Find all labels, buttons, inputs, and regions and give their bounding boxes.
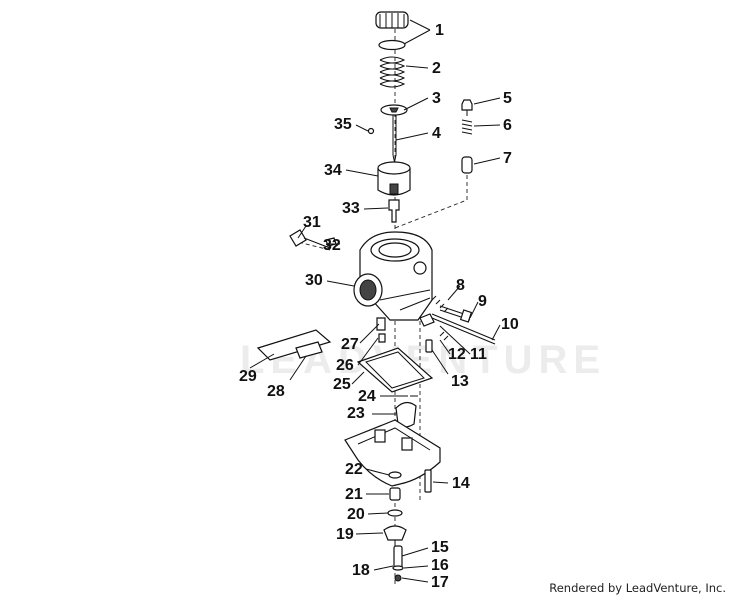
callout-5: 5 <box>503 90 512 107</box>
callout-35: 35 <box>334 116 352 133</box>
part-27-jet <box>376 317 386 331</box>
part-7-cap <box>461 156 473 174</box>
callout-15: 15 <box>431 539 449 556</box>
part-21-jet <box>389 487 401 501</box>
part-3-retainer <box>380 104 408 116</box>
part-8-spring <box>431 295 449 313</box>
callout-2: 2 <box>432 60 441 77</box>
callout-34: 34 <box>324 162 342 179</box>
callout-19: 19 <box>336 526 354 543</box>
part-34-throttle-slide <box>377 161 411 196</box>
callout-13: 13 <box>451 373 469 390</box>
leader-lines <box>249 19 501 583</box>
callout-12: 12 <box>448 346 466 363</box>
callout-7: 7 <box>503 150 512 167</box>
part-20-oring <box>387 509 403 517</box>
callout-11: 11 <box>470 346 487 363</box>
callout-9: 9 <box>478 293 487 310</box>
callout-18: 18 <box>352 562 370 579</box>
part-10-rod <box>431 313 496 345</box>
part-22-washer <box>388 471 402 479</box>
callout-21: 21 <box>345 486 363 503</box>
callout-3: 3 <box>432 90 441 107</box>
part-13-jet <box>425 339 433 353</box>
callout-33: 33 <box>342 200 360 217</box>
callout-10: 10 <box>501 316 519 333</box>
callout-16: 16 <box>431 557 449 574</box>
callout-28: 28 <box>267 383 285 400</box>
part-26-jet <box>378 333 386 343</box>
callout-29: 29 <box>239 368 257 385</box>
callout-1: 1 <box>435 22 444 39</box>
callout-32: 32 <box>323 237 341 254</box>
callout-17: 17 <box>431 574 449 591</box>
part-28-clip <box>295 341 323 359</box>
part-4-needle <box>392 115 397 163</box>
callout-24: 24 <box>358 388 376 405</box>
part-33-needle-jet <box>388 199 400 223</box>
callout-22: 22 <box>345 461 363 478</box>
part-14-bolt <box>424 469 432 493</box>
part-17-screw <box>394 574 402 582</box>
callout-27: 27 <box>341 336 359 353</box>
callout-8: 8 <box>456 277 465 294</box>
footer-credit: Rendered by LeadVenture, Inc. <box>549 581 726 595</box>
part-25-gasket <box>356 347 434 393</box>
callout-31: 31 <box>303 214 321 231</box>
callout-25: 25 <box>333 376 351 393</box>
part-16-washer <box>392 565 404 571</box>
part-12-spring <box>439 331 449 341</box>
callout-14: 14 <box>452 475 470 492</box>
part-11-screw <box>419 313 435 327</box>
callout-30: 30 <box>305 272 323 289</box>
part-30-carburetor-body <box>353 231 433 321</box>
part-9-screw <box>439 305 473 323</box>
callout-6: 6 <box>503 117 512 134</box>
part-5-screw <box>461 99 473 116</box>
part-35-clip <box>367 127 375 135</box>
part-19-drain-plug <box>383 525 407 548</box>
callout-20: 20 <box>347 506 365 523</box>
callout-23: 23 <box>347 405 365 422</box>
callout-4: 4 <box>432 125 441 142</box>
part-15-tube <box>393 545 403 569</box>
part-2-spring <box>379 56 406 88</box>
part-1-top-cap <box>375 11 409 51</box>
part-29-bracket <box>256 329 332 361</box>
part-6-spring <box>461 119 473 135</box>
callout-26: 26 <box>336 357 354 374</box>
